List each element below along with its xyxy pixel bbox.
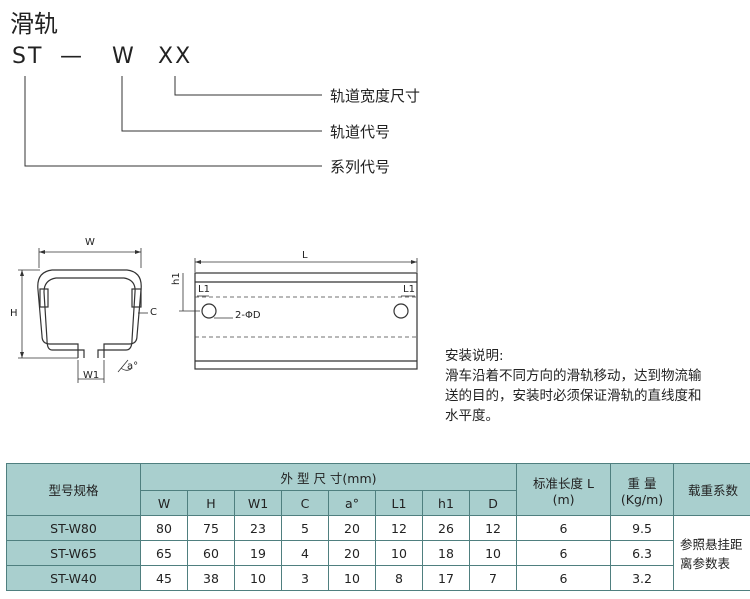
dim-label-a: a° [127,361,139,372]
subheader-l1: L1 [375,490,423,516]
cell-length: 6 [516,515,612,541]
table-subheader-row: W H W1 C a° L1 h1 D [7,490,750,516]
cell: 10 [468,540,518,566]
table-row: ST-W80 80 75 23 5 20 12 26 12 6 9.5 参照悬挂… [6,515,750,591]
load-note-line2: 离参数表 [680,556,731,571]
cell-weight: 3.2 [610,565,675,591]
cell: 20 [328,515,376,541]
cell: 7 [468,565,518,591]
cell: 3 [281,565,329,591]
cell-weight: 6.3 [610,540,675,566]
cell-length: 6 [516,565,612,591]
install-heading: 安装说明: [445,348,504,364]
header-length-line1: 标准长度 L [533,475,594,491]
header-length: 标准长度 L (m) [516,463,612,516]
cell: 26 [422,515,470,541]
callout-series-code: 系列代号 [330,158,391,176]
rail-cross-section [37,269,142,358]
table-row: ST-W65 65 60 19 4 20 10 18 10 6 6.3 [6,540,750,566]
dim-label-h1: h1 [171,272,182,285]
dim-label-h: H [10,308,18,319]
rail-side-view [194,272,418,370]
cell: 5 [281,515,329,541]
cell: 23 [234,515,282,541]
subheader-w: W [140,490,188,516]
cell: 17 [422,565,470,591]
cell: 10 [328,565,376,591]
cell: 12 [375,515,423,541]
dim-label-l1-left: L1 [198,284,210,295]
code-track: W [112,44,136,69]
header-dims: 外 型 尺 寸(mm) [139,463,518,491]
subheader-h1: h1 [422,490,470,516]
header-model: 型号规格 [6,463,141,516]
page-title: 滑轨 [10,10,58,38]
install-line-2: 送的目的，安装时必须保证滑轨的直线度和 [445,388,702,404]
code-series: ST [12,44,44,69]
load-note-line1: 参照悬挂距 [680,537,743,552]
header-weight-line2: (Kg/m) [620,491,664,507]
row-model: ST-W65 [6,540,141,566]
subheader-c: C [281,490,329,516]
cell: 80 [140,515,188,541]
dim-label-w1: W1 [83,370,100,381]
cell: 45 [140,565,188,591]
cell-length: 6 [516,540,612,566]
subheader-a: a° [328,490,376,516]
cell: 60 [187,540,235,566]
row-model: ST-W80 [6,515,141,541]
cell-load-note: 参照悬挂距 离参数表 [673,515,750,591]
dim-label-w: W [85,237,95,248]
code-dash: — [60,44,84,69]
cell: 10 [234,565,282,591]
cell: 12 [468,515,518,541]
header-length-line2: (m) [552,491,575,507]
cell: 38 [187,565,235,591]
cell-weight: 9.5 [610,515,675,541]
cell: 75 [187,515,235,541]
row-model: ST-W40 [6,565,141,591]
subheader-d: D [468,490,518,516]
subheader-w1: W1 [234,490,282,516]
callout-width-size: 轨道宽度尺寸 [330,87,421,105]
cell: 65 [140,540,188,566]
cell: 18 [422,540,470,566]
header-load: 载重系数 [673,463,750,516]
subheader-h: H [187,490,235,516]
table-row: ST-W40 45 38 10 3 10 8 17 7 6 3.2 [6,565,750,591]
table-header-row: 型号规格 外 型 尺 寸(mm) 标准长度 L (m) 重 量 (Kg/m) 载… [6,463,750,516]
code-width: XX [158,44,193,69]
header-weight-line1: 重 量 [627,475,657,491]
install-line-3: 水平度。 [445,408,499,424]
cell: 19 [234,540,282,566]
dim-label-c: C [150,307,157,318]
cell: 4 [281,540,329,566]
install-line-1: 滑车沿着不同方向的滑轨移动，达到物流输 [445,368,702,384]
header-weight: 重 量 (Kg/m) [610,463,675,516]
spec-table: 型号规格 外 型 尺 寸(mm) 标准长度 L (m) 重 量 (Kg/m) 载… [6,463,750,591]
cell: 20 [328,540,376,566]
cell: 10 [375,540,423,566]
dim-label-holes: 2-ΦD [235,310,261,321]
callout-track-code: 轨道代号 [330,123,391,141]
dim-label-l: L [302,250,308,261]
cell: 8 [375,565,423,591]
dim-label-l1-right: L1 [403,284,415,295]
